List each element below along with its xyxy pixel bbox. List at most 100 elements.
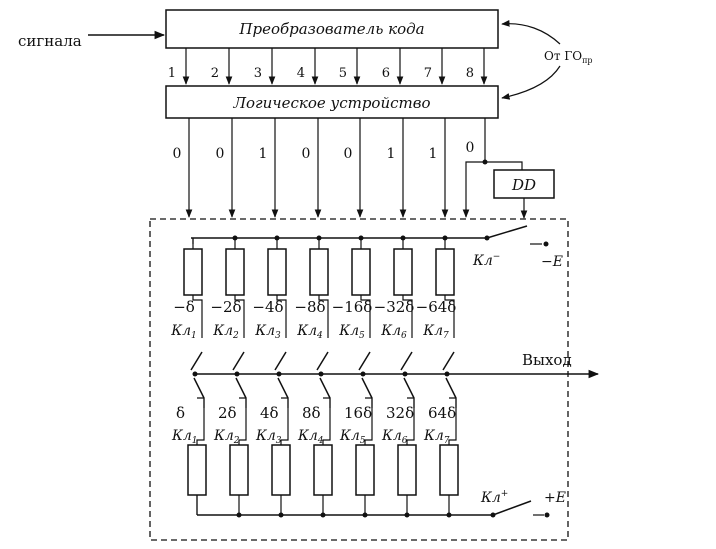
- pos-switch-label-5: Кл5: [339, 428, 366, 446]
- neg-node-3: [274, 235, 280, 241]
- bit-label-7: 1: [429, 146, 438, 162]
- neg-switch-2: [232, 351, 245, 371]
- bit-label-5: 0: [344, 146, 353, 162]
- dd-feed: [485, 161, 523, 170]
- logic-device-box: [165, 85, 499, 119]
- reference-arrow-lower: [501, 65, 561, 100]
- bit-label-1: 0: [173, 146, 182, 162]
- neg-switch-4: [316, 351, 329, 371]
- neg-switch-7: [442, 351, 455, 371]
- pos-bracket-1: [197, 397, 205, 408]
- pos-switch-label-6: Кл6: [381, 428, 408, 446]
- pos-weight-5: 16δ: [344, 404, 372, 422]
- pos-resistor-6: [397, 444, 417, 496]
- neg-switch-5: [358, 351, 371, 371]
- pos-resistor-5: [355, 444, 375, 496]
- neg-resistor-1: [183, 248, 203, 296]
- pos-switch-label-1: Кл1: [171, 428, 197, 446]
- pos-resistor-2: [229, 444, 249, 496]
- neg-node-6: [400, 235, 406, 241]
- neg-lead-bottom-3: [276, 295, 287, 338]
- pos-switch-7: [445, 377, 457, 399]
- neg-weight-1: −δ: [173, 298, 195, 316]
- pos-resistor-4: [313, 444, 333, 496]
- neg-switch-label-6: Кл6: [380, 323, 407, 341]
- neg-switch-label-7: Кл7: [422, 323, 449, 341]
- neg-switch-label: Кл−: [472, 252, 500, 269]
- pos-lead-top-7: [448, 398, 457, 445]
- pos-switch-4: [319, 377, 331, 399]
- neg-resistor-2: [225, 248, 245, 296]
- pos-resistor-1: [187, 444, 207, 496]
- neg-resistor-5: [351, 248, 371, 296]
- neg-node-5: [358, 235, 364, 241]
- pos-lead-top-1: [196, 398, 205, 445]
- pos-switch-2: [235, 377, 247, 399]
- code-converter-box: [165, 9, 499, 49]
- dd-label: DD: [511, 176, 536, 194]
- neg-resistor-4: [309, 248, 329, 296]
- bit-label-3: 1: [259, 146, 268, 162]
- neg-switch-blade: [486, 225, 528, 239]
- neg-weight-4: −8δ: [294, 298, 325, 316]
- neg-node-4: [316, 235, 322, 241]
- neg-node-7: [442, 235, 448, 241]
- neg-switch-label-2: Кл2: [212, 323, 239, 341]
- pos-switch-3: [277, 377, 289, 399]
- bit-label-2: 0: [216, 146, 225, 162]
- pos-weight-6: 32δ: [386, 404, 414, 422]
- pos-lead-top-5: [364, 398, 373, 445]
- pos-node-7: [446, 512, 452, 518]
- pos-supply-terminal: [544, 512, 550, 518]
- pos-switch-blade: [492, 500, 532, 516]
- neg-lead-bottom-1: [192, 295, 203, 338]
- bus-number-5: 5: [339, 66, 347, 81]
- pos-switch-label: Кл+: [480, 489, 508, 506]
- neg-weight-6: −32δ: [374, 298, 415, 316]
- neg-supply-terminal: [543, 241, 549, 247]
- resistor-bank: −δКл1δКл1−2δКл22δКл2−4δКл34δКл3−8δКл48δК…: [170, 235, 496, 518]
- neg-lead-bottom-5: [360, 295, 371, 338]
- pos-weight-1: δ: [176, 404, 185, 422]
- bus-number-1: 1: [168, 66, 176, 81]
- neg-switch-label-1: Кл1: [170, 323, 196, 341]
- pos-lead-top-4: [322, 398, 331, 445]
- bus-number-7: 7: [424, 66, 432, 81]
- neg-weight-2: −2δ: [210, 298, 241, 316]
- pos-bracket-4: [323, 397, 331, 408]
- pos-resistor-7: [439, 444, 459, 496]
- neg-lead-bottom-6: [402, 295, 413, 338]
- code-converter-label: Преобразователь кода: [238, 20, 424, 38]
- neg-weight-5: −16δ: [332, 298, 373, 316]
- bus-number-6: 6: [382, 66, 390, 81]
- neg-lead-bottom-7: [444, 295, 455, 338]
- bit-label-6: 1: [387, 146, 396, 162]
- neg-resistor-7: [435, 248, 455, 296]
- pos-lead-top-6: [406, 398, 415, 445]
- pos-supply-label: +E: [544, 490, 566, 506]
- pos-bracket-3: [281, 397, 289, 408]
- neg-lead-bottom-4: [318, 295, 329, 338]
- neg-switch-label-3: Кл3: [254, 323, 281, 341]
- pos-resistor-3: [271, 444, 291, 496]
- neg-weight-7: −64δ: [416, 298, 457, 316]
- reference-label: От ГОпр: [544, 49, 593, 65]
- bus-number-8: 8: [466, 66, 474, 81]
- output-label: Выход: [522, 351, 572, 369]
- pos-weight-7: 64δ: [428, 404, 456, 422]
- pos-switch-label-4: Кл4: [297, 428, 324, 446]
- neg-switch-label-4: Кл4: [296, 323, 323, 341]
- bus-number-4: 4: [297, 66, 305, 81]
- bus-number-3: 3: [254, 66, 262, 81]
- neg-lead-bottom-2: [234, 295, 245, 338]
- logic-device-label: Логическое устройство: [232, 94, 430, 112]
- reference-arrow-upper: [501, 20, 561, 45]
- input-signal-label: сигнала: [18, 32, 82, 50]
- neg-switch-1: [190, 351, 203, 371]
- bit-label-8: 0: [466, 140, 475, 156]
- pos-bracket-2: [239, 397, 247, 408]
